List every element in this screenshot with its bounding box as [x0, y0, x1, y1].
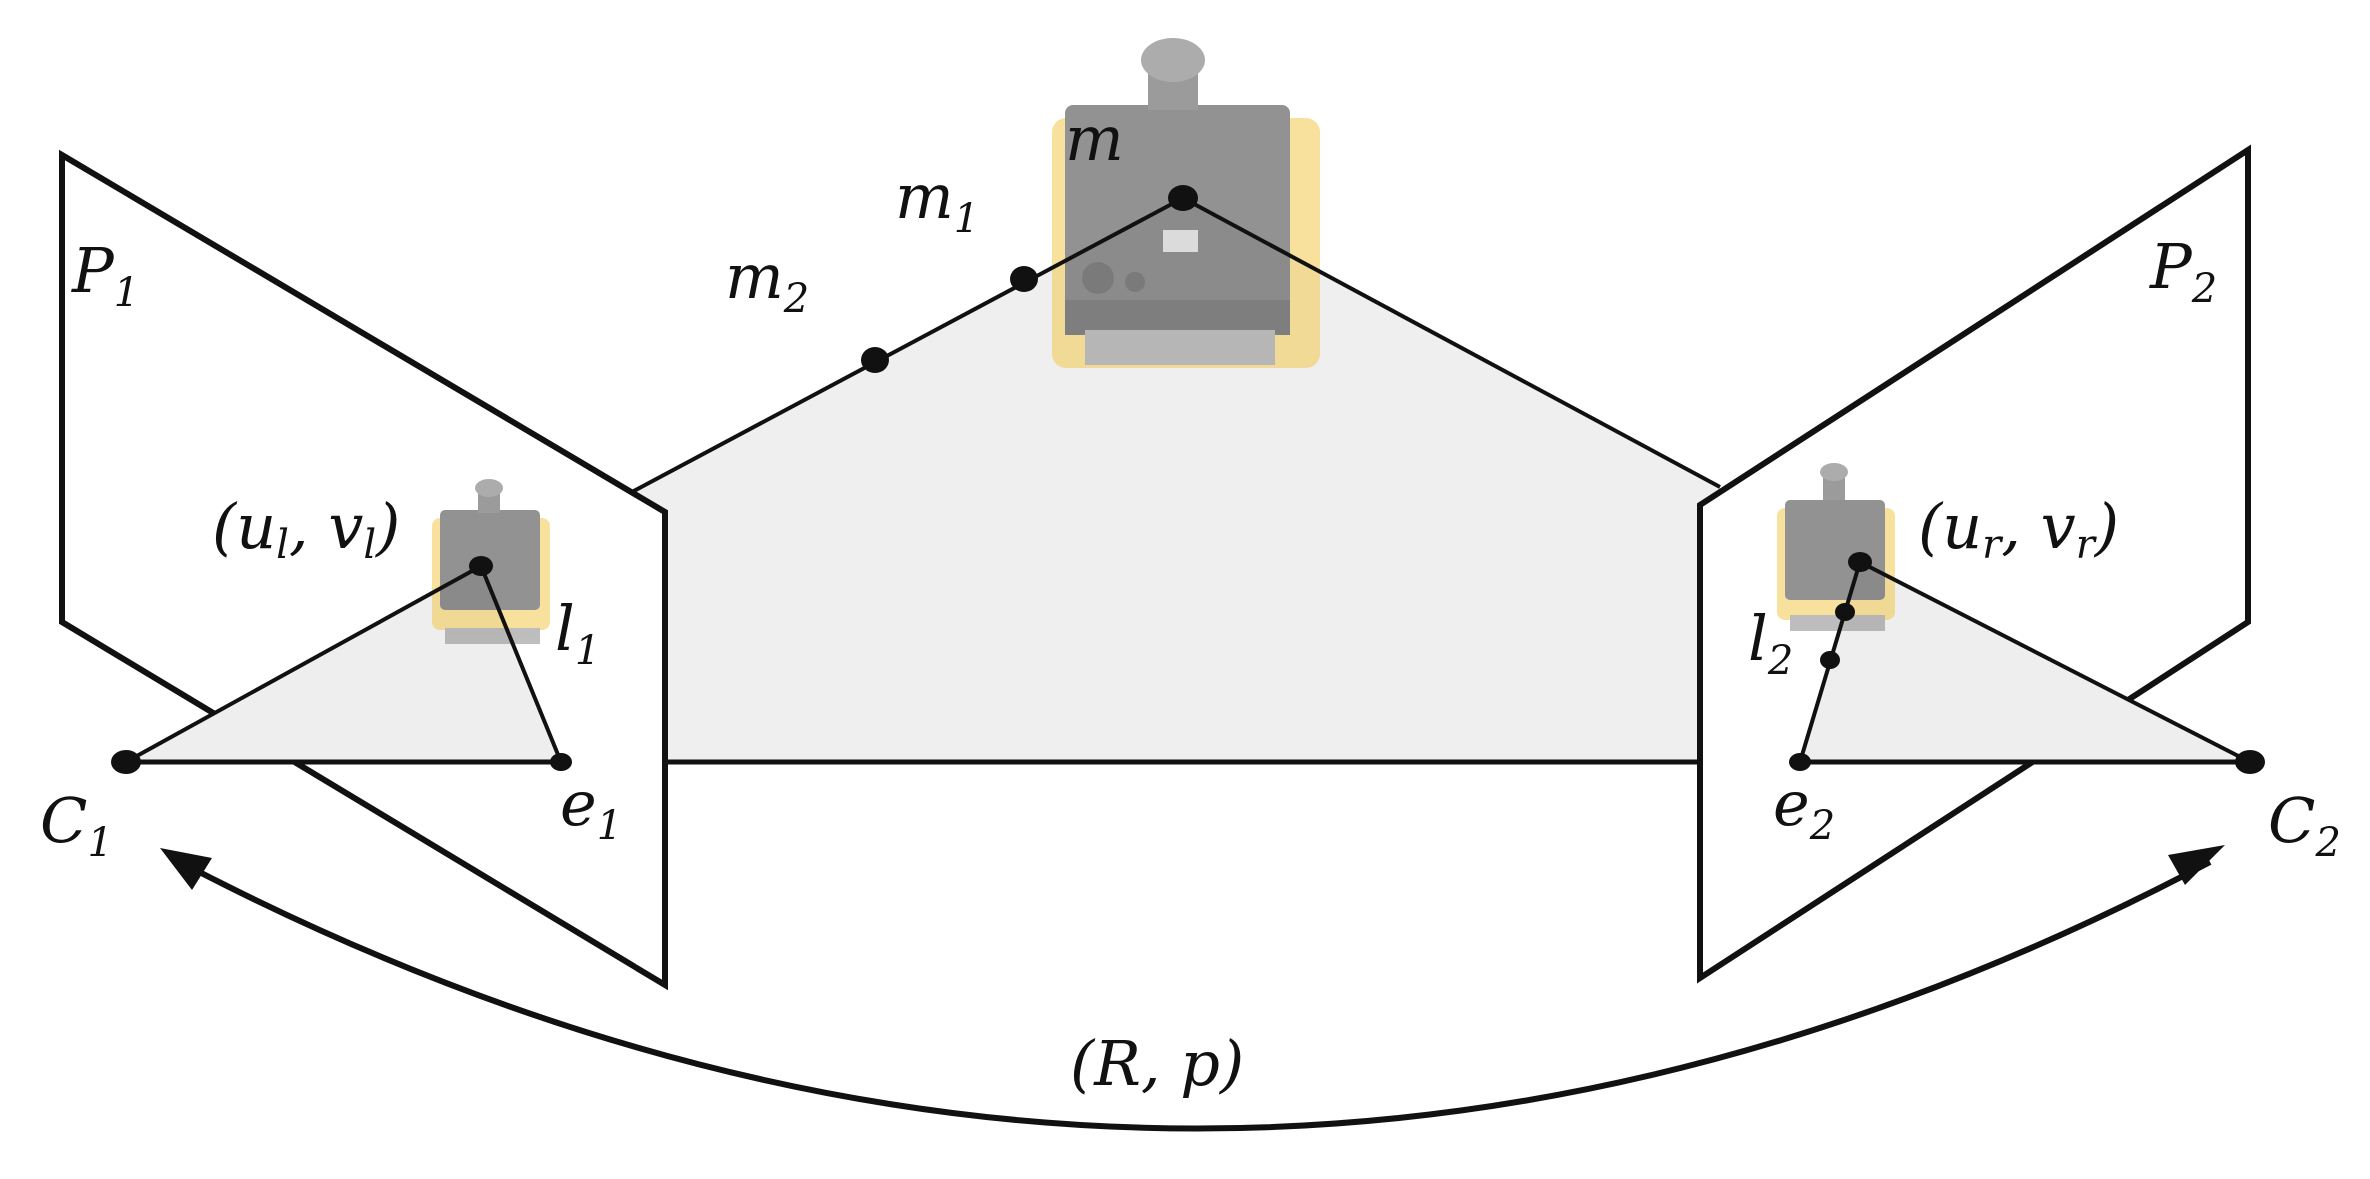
label-m1: m1: [895, 160, 979, 242]
image-plane-right: [1697, 144, 2251, 984]
point-l2-b: [1820, 651, 1840, 669]
arrow-head-right: [2168, 845, 2225, 885]
point-m2: [861, 347, 889, 373]
point-e1: [550, 753, 572, 771]
point-ur: [1848, 552, 1872, 572]
ray-m-right: [1182, 196, 1721, 489]
label-m: m: [1065, 102, 1124, 175]
epipolar-triangle-right: [1800, 562, 2250, 762]
label-c1: C1: [40, 784, 113, 866]
ray-c2-ur: [1859, 560, 2251, 764]
point-l2-a: [1835, 603, 1855, 621]
point-c2: [2235, 750, 2265, 774]
epipolar-line-l1: [479, 565, 563, 763]
label-uv-right: (ur, vr): [1918, 490, 2119, 568]
point-m: [1168, 185, 1198, 211]
label-m2: m2: [725, 240, 809, 322]
arrow-head-left: [160, 848, 212, 890]
label-c2: C2: [2268, 784, 2341, 866]
label-p1: P1: [71, 234, 139, 316]
label-l1: l1: [555, 592, 600, 674]
transformation-arc: [178, 859, 2212, 1132]
label-uv-left: (ul, vl): [212, 490, 400, 568]
point-m1: [1010, 266, 1038, 292]
point-e2: [1789, 753, 1811, 771]
label-rp: (R, p): [1070, 1027, 1244, 1100]
label-p2: P2: [2149, 230, 2217, 312]
point-ul: [469, 556, 493, 576]
image-plane-left: [59, 149, 668, 991]
label-e1: e1: [560, 767, 622, 849]
epipolar-plane: [630, 198, 1720, 762]
point-c1: [111, 750, 141, 774]
robot-image-right: [1777, 463, 1895, 631]
ray-m-left: [629, 196, 1184, 495]
label-l2: l2: [1748, 602, 1793, 684]
label-e2: e2: [1773, 767, 1835, 849]
robot-image: [1052, 38, 1320, 368]
ray-c1-ul: [125, 564, 482, 764]
